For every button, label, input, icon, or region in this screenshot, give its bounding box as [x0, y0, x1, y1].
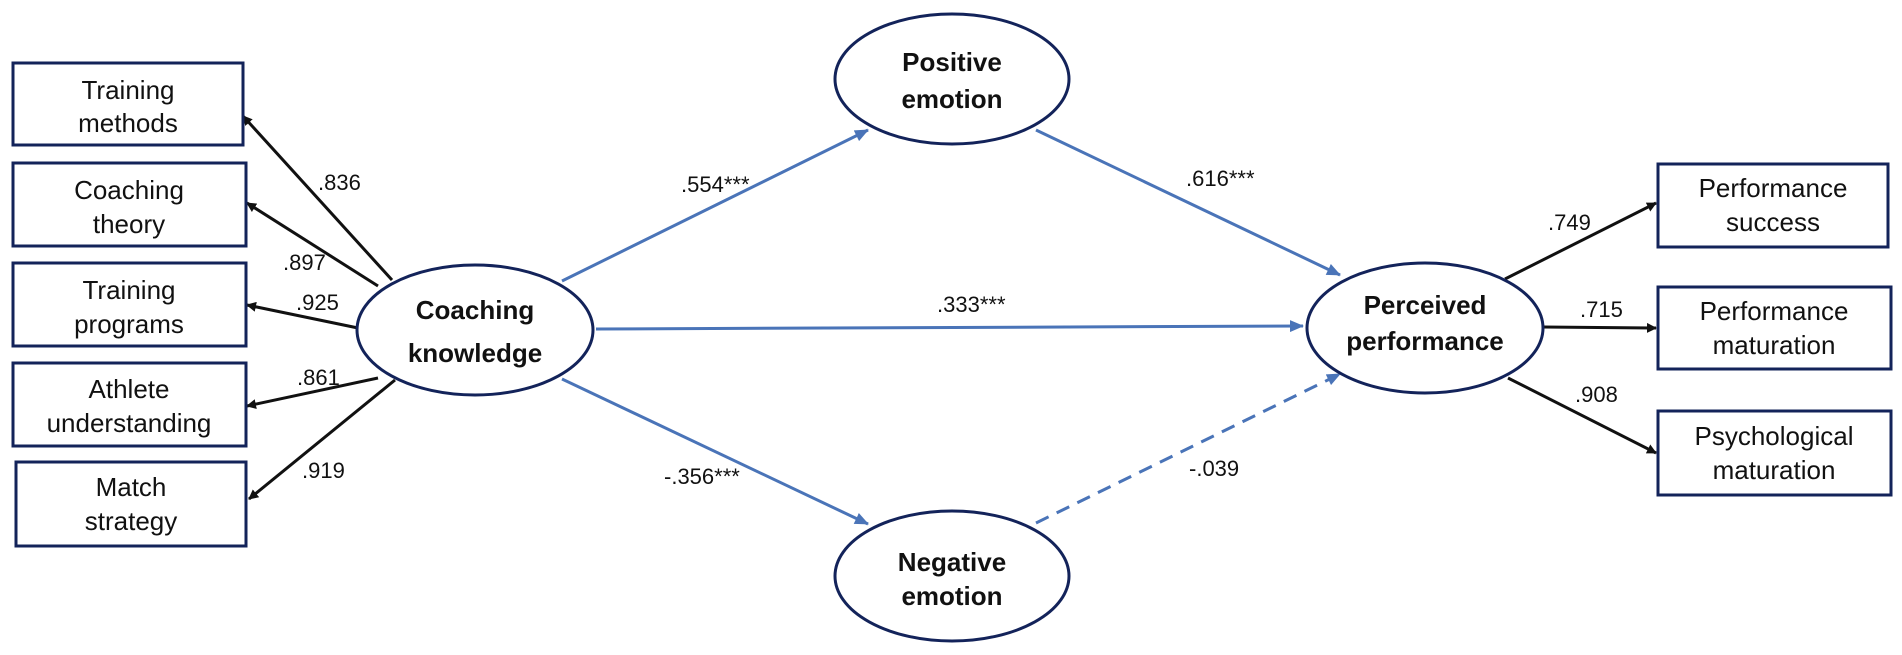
loading-arrow-match-strategy [248, 378, 396, 501]
svg-text:Psychological: Psychological [1695, 421, 1854, 451]
indicator-psychological-maturation: Psychological maturation [1656, 409, 1893, 497]
path-arrow-pe-to-pp [1035, 128, 1341, 277]
svg-text:methods: methods [78, 108, 178, 138]
loading-label-psychological-maturation: .908 [1575, 382, 1618, 407]
loading-label-match-strategy: .919 [302, 458, 345, 483]
svg-text:Training: Training [83, 275, 176, 305]
loading-label-training-programs: .925 [296, 290, 339, 315]
indicator-performance-success: Performance success [1656, 162, 1890, 249]
svg-text:Coaching: Coaching [74, 175, 184, 205]
svg-text:strategy: strategy [85, 506, 178, 536]
indicator-performance-maturation: Performance maturation [1656, 285, 1893, 371]
path-label-ck-to-pe: .554*** [681, 172, 750, 197]
svg-text:theory: theory [93, 209, 165, 239]
indicator-training-programs: Training programs [11, 261, 248, 348]
svg-text:programs: programs [74, 309, 184, 339]
indicator-match-strategy: Match strategy [14, 460, 248, 548]
loading-arrow-performance-maturation [1542, 322, 1657, 333]
latent-positive-emotion: Positive emotion [833, 12, 1071, 146]
loading-arrow-training-methods [241, 114, 394, 282]
svg-text:Performance: Performance [1699, 173, 1848, 203]
path-arrow-ck-to-ne [561, 377, 869, 526]
loading-arrow-performance-success [1504, 201, 1657, 281]
loading-arrow-psychological-maturation [1507, 376, 1657, 455]
loading-label-training-methods: .836 [318, 170, 361, 195]
path-arrow-ck-to-pe [561, 128, 869, 283]
svg-text:Perceived: Perceived [1364, 290, 1487, 320]
latent-perceived-performance: Perceived performance [1305, 261, 1545, 395]
loading-label-performance-success: .749 [1548, 210, 1591, 235]
svg-text:Match: Match [96, 472, 167, 502]
indicator-training-methods: Training methods [11, 61, 245, 147]
loading-label-athlete-understanding: .861 [297, 365, 340, 390]
path-label-ck-to-ne: -.356*** [664, 464, 740, 489]
svg-text:maturation: maturation [1713, 455, 1836, 485]
svg-text:emotion: emotion [901, 84, 1002, 114]
svg-text:Coaching: Coaching [416, 295, 534, 325]
svg-text:performance: performance [1346, 326, 1504, 356]
svg-text:Positive: Positive [902, 47, 1002, 77]
indicator-athlete-understanding: Athlete understanding [11, 361, 248, 448]
path-label-pe-to-pp: .616*** [1186, 166, 1255, 191]
path-arrow-ck-to-pp [595, 320, 1304, 333]
svg-text:Athlete: Athlete [89, 374, 170, 404]
latent-coaching-knowledge: Coaching knowledge [355, 263, 595, 397]
latent-negative-emotion: Negative emotion [833, 509, 1071, 643]
path-label-ne-to-pp: -.039 [1189, 456, 1239, 481]
path-arrow-ne-to-pp [1035, 372, 1341, 525]
path-label-ck-to-pp: .333*** [937, 292, 1006, 317]
indicator-coaching-theory: Coaching theory [11, 161, 248, 248]
loading-arrow-coaching-theory [246, 201, 379, 288]
loading-label-performance-maturation: .715 [1580, 297, 1623, 322]
svg-text:Training: Training [82, 75, 175, 105]
svg-text:emotion: emotion [901, 581, 1002, 611]
svg-text:knowledge: knowledge [408, 338, 542, 368]
svg-text:Performance: Performance [1700, 296, 1849, 326]
svg-text:success: success [1726, 207, 1820, 237]
loading-label-coaching-theory: .897 [283, 250, 326, 275]
svg-text:maturation: maturation [1713, 330, 1836, 360]
loading-arrow-athlete-understanding [246, 376, 379, 410]
loading-arrow-training-programs [246, 301, 359, 330]
svg-text:Negative: Negative [898, 547, 1006, 577]
svg-text:understanding: understanding [47, 408, 212, 438]
